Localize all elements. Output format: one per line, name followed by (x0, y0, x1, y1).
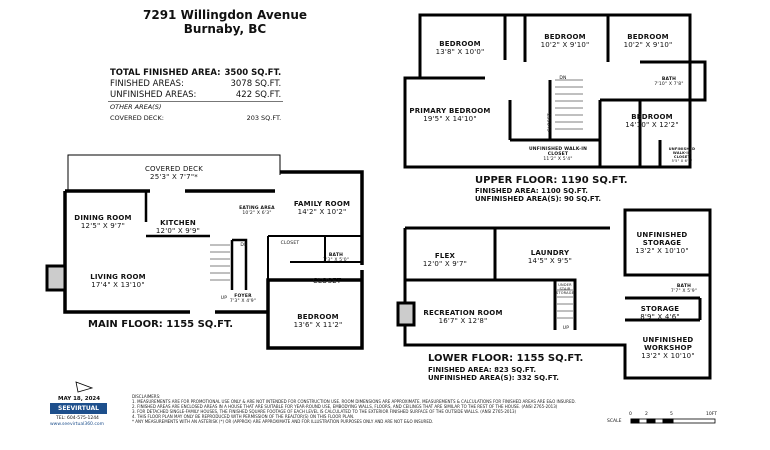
unfinished-value: 422 SQ.FT. (235, 90, 282, 100)
scale-bar (630, 418, 716, 424)
disclaimer-title: DISCLAIMERS: (132, 394, 161, 399)
finished-value: 3078 SQ.FT. (230, 79, 282, 89)
upper-stair-dn-label: DN (559, 76, 567, 81)
property-address: 7291 Willingdon Avenue (143, 8, 307, 22)
upper-unfinished-area: UNFINISHED AREA(S): 90 SQ.FT. (475, 195, 601, 203)
other-areas-label: OTHER AREA(S) (110, 103, 162, 111)
lower-stair-up-label: UP (562, 326, 570, 331)
upper-floor-walls (403, 13, 707, 169)
upper-closet-label: CLOSET (547, 113, 553, 132)
disclaimers: DISCLAIMERS: 1. MEASUREMENTS ARE FOR PRO… (132, 394, 576, 424)
lower-floor-walls (396, 208, 712, 380)
main-closet-label: CLOSET (312, 277, 342, 285)
scale-tick: 10FT (706, 412, 717, 417)
area-summary: TOTAL FINISHED AREA:3500 SQ.FT. FINISHED… (108, 68, 284, 124)
scale-tick: 0 (629, 412, 632, 417)
scale-tick: 5 (670, 412, 673, 417)
upper-floor-label: UPPER FLOOR: 1190 SQ.FT. (475, 175, 628, 186)
lower-finished-area: FINISHED AREA: 823 SQ.FT. (428, 366, 537, 374)
plan-date: MAY 18, 2024 (58, 396, 101, 402)
finished-label: FINISHED AREAS: (110, 79, 184, 89)
scale-tick: 2 (645, 412, 648, 417)
disclaimer-item: * ANY MEASUREMENTS WITH AN ASTERISK (*) … (132, 419, 434, 424)
disclaimer-item: 2. FINISHED AREAS ARE ENCLOSED AREAS IN … (132, 404, 558, 409)
main-stair-up-label: UP (220, 296, 228, 301)
company-website[interactable]: www.seevirtual360.com (50, 422, 104, 427)
company-tel: TEL: 604-575-1244 (56, 416, 99, 421)
disclaimer-item: 4. THIS FLOOR PLAN MAY ONLY BE REPRODUCE… (132, 414, 355, 419)
company-logo: SEEVIRTUAL (50, 403, 107, 414)
deck-value: 203 SQ.FT. (246, 114, 282, 122)
total-label: TOTAL FINISHED AREA: (110, 68, 221, 78)
disclaimer-item: 3. FOR DETACHED SINGLE-FAMILY HOUSES, TH… (132, 409, 517, 414)
unfinished-label: UNFINISHED AREAS: (110, 90, 197, 100)
total-value: 3500 SQ.FT. (224, 68, 282, 78)
lower-unfinished-area: UNFINISHED AREA(S): 332 SQ.FT. (428, 374, 559, 382)
disclaimer-item: 1. MEASUREMENTS ARE FOR PROMOTIONAL USE … (132, 399, 576, 404)
property-city: Burnaby, BC (183, 22, 267, 36)
deck-label: COVERED DECK: (110, 114, 164, 122)
main-closet-small-label: CLOSET (280, 241, 300, 246)
main-floor-walls (45, 154, 364, 350)
main-floor-label: MAIN FLOOR: 1155 SQ.FT. (88, 319, 234, 330)
north-arrow-icon (75, 381, 94, 393)
upper-finished-area: FINISHED AREA: 1100 SQ.FT. (475, 187, 588, 195)
main-stair-dn-label: DN (240, 243, 248, 248)
scale-label: SCALE (607, 419, 622, 424)
under-stair-storage-label: UNDER STAIR STORAGE (555, 283, 575, 295)
lower-floor-label: LOWER FLOOR: 1155 SQ.FT. (428, 353, 584, 364)
